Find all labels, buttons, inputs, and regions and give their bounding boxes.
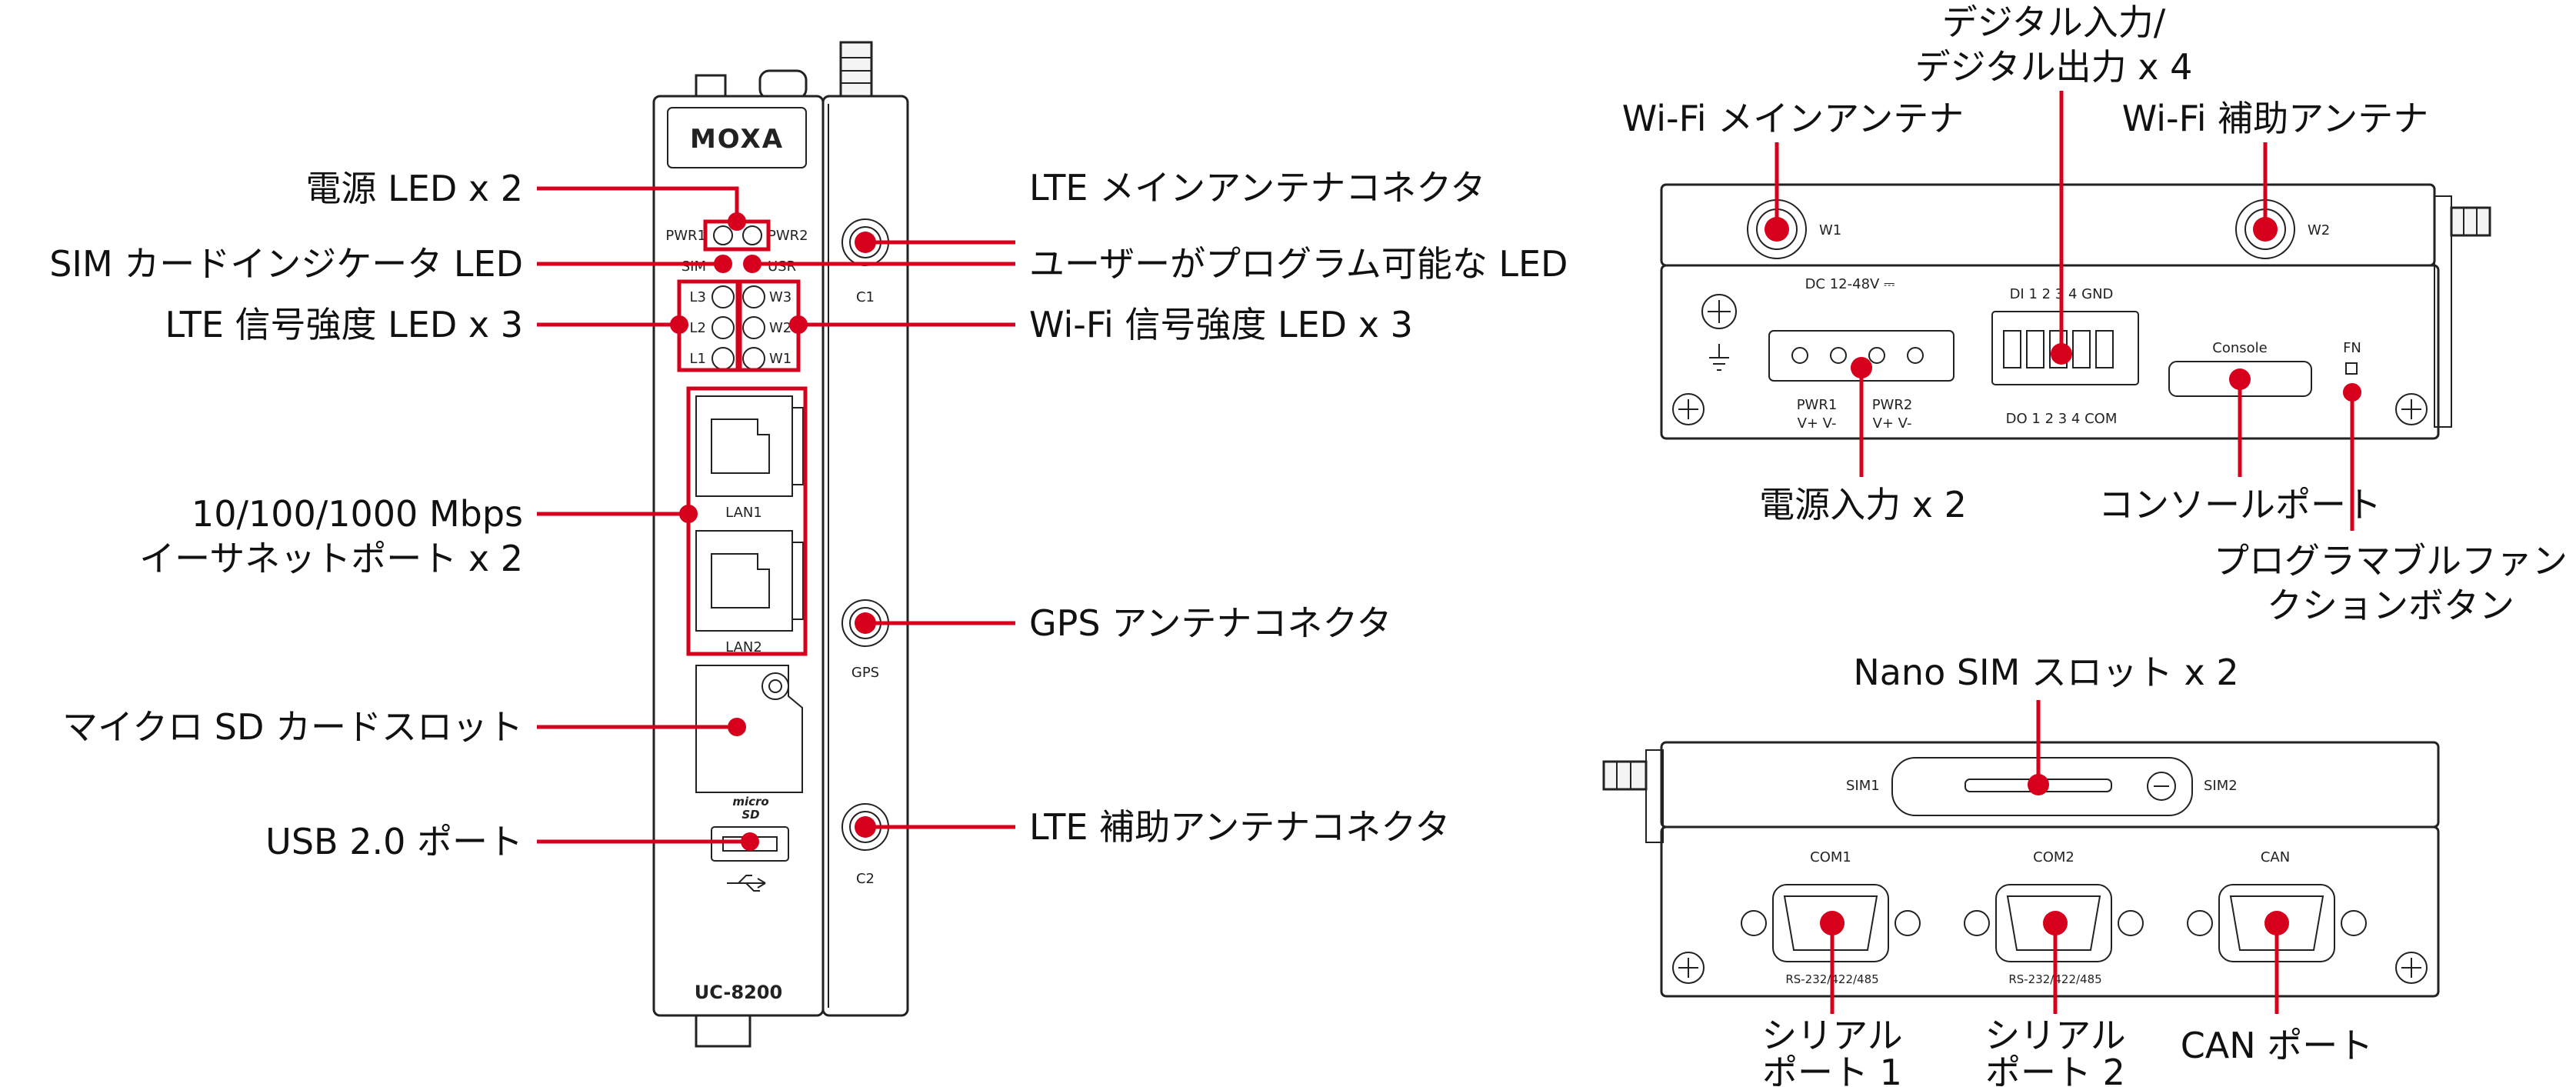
- callout-fn-line1: プログラマブルファン: [2214, 540, 2568, 582]
- callout-user-led: ユーザーがプログラム可能な LED: [1029, 243, 1568, 285]
- led-pwr1: [713, 225, 733, 245]
- w1-label: W1: [1819, 222, 1841, 238]
- side-antenna-mount: [2450, 206, 2491, 237]
- bottom-panel-lower: [1660, 825, 2440, 998]
- sim1-label: SIM1: [1846, 778, 1880, 794]
- moxa-logo: MOXA: [690, 124, 784, 155]
- callout-dio-line2: デジタル出力 x 4: [1915, 46, 2193, 88]
- led-label-usr: USR: [768, 258, 796, 275]
- pwr1-label: PWR1: [1797, 397, 1838, 413]
- lan1-label: LAN1: [725, 505, 762, 521]
- microsd-slot: [695, 665, 803, 793]
- led-l2: [711, 316, 735, 339]
- usb-port: [711, 826, 789, 862]
- callout-eth-line2: イーサネットポート x 2: [139, 538, 523, 579]
- callout-console-port: コンソールポート: [2098, 484, 2381, 525]
- side-antenna-mount-bottom: [1602, 760, 1648, 791]
- sim2-label: SIM2: [2204, 778, 2238, 794]
- microsd-screw: [761, 672, 789, 700]
- com1-label: COM1: [1810, 849, 1851, 865]
- top-knob: [758, 69, 808, 100]
- do-row-label: DO 1 2 3 4 COM: [2006, 411, 2118, 427]
- callout-serial2-line2: ポート 2: [1985, 1052, 2125, 1087]
- led-label-l3: L3: [690, 289, 706, 305]
- callout-fn-line2: クションボタン: [2267, 585, 2514, 626]
- callout-can-port: CAN ポート: [2181, 1025, 2374, 1066]
- model-label: UC-8200: [695, 982, 782, 1003]
- ground-icon: [1709, 344, 1729, 371]
- led-label-pwr2: PWR2: [768, 228, 808, 244]
- dc-rating-label: DC 12-48V ⎓: [1805, 276, 1895, 292]
- led-label-w3: W3: [769, 289, 791, 305]
- front-view: MOXA PWR1 PWR2 SIM USR L3 L2 L1 W3 W2 W1…: [652, 41, 909, 1048]
- bottom-panel-callouts: Nano SIM スロット x 2 シリアル ポート 1 シリアル ポート 2 …: [1761, 652, 2373, 1087]
- console-label: Console: [2212, 340, 2267, 356]
- microsd-logo-micro: micro: [732, 795, 768, 809]
- callout-lte-main: LTE メインアンテナコネクタ: [1029, 167, 1485, 208]
- led-label-sim: SIM: [681, 258, 706, 275]
- pwr2-vpm-label: V+ V-: [1873, 415, 1912, 432]
- usb-symbol-icon: [727, 875, 766, 892]
- dio-terminal: [1991, 311, 2139, 385]
- logo-frame: [667, 107, 807, 168]
- can-label: CAN: [2261, 849, 2290, 865]
- w2-label: W2: [2308, 222, 2330, 238]
- callout-power-led: 電源 LED x 2: [306, 168, 523, 209]
- led-label-w1: W1: [769, 351, 791, 367]
- lte-main-label: C1: [856, 289, 875, 305]
- led-w3: [742, 285, 765, 308]
- lan2-label: LAN2: [725, 639, 762, 655]
- bottom-panel-upper: [1660, 741, 2440, 829]
- fn-label: FN: [2343, 340, 2361, 356]
- ground-screw: [1701, 294, 1737, 329]
- callout-wifi-led: Wi-Fi 信号強度 LED x 3: [1029, 304, 1413, 345]
- led-label-l1: L1: [690, 351, 706, 367]
- pwr1-vpm-label: V+ V-: [1798, 415, 1837, 432]
- callout-wifi-main: Wi-Fi メインアンテナ: [1622, 98, 1964, 139]
- callout-gps: GPS アンテナコネクタ: [1029, 602, 1392, 644]
- front-callouts: 電源 LED x 2 SIM カードインジケータ LED LTE 信号強度 LE…: [49, 167, 1568, 862]
- bottom-connector: [695, 1014, 751, 1048]
- callout-lte-aux: LTE 補助アンテナコネクタ: [1029, 806, 1450, 848]
- fn-button: [2345, 362, 2358, 375]
- pwr2-label: PWR2: [1872, 397, 1913, 413]
- callout-serial1-line2: ポート 1: [1762, 1052, 1902, 1087]
- callout-usb: USB 2.0 ポート: [265, 821, 523, 862]
- callout-nano-sim: Nano SIM スロット x 2: [1853, 652, 2238, 693]
- callout-microsd: マイクロ SD カードスロット: [62, 706, 523, 748]
- led-label-w2: W2: [769, 320, 791, 336]
- callout-serial2-line1: シリアル: [1984, 1015, 2126, 1056]
- led-label-pwr1: PWR1: [665, 228, 706, 244]
- callout-lte-led: LTE 信号強度 LED x 3: [165, 304, 523, 345]
- callout-eth-line1: 10/100/1000 Mbps: [192, 493, 523, 535]
- top-panel-callouts: Wi-Fi メインアンテナ デジタル入力/ デジタル出力 x 4 Wi-Fi 補…: [1622, 2, 2568, 626]
- bottom-panel-view: SIM1 SIM2 COM1 RS-232/422/485 COM2 RS-23…: [1602, 741, 2440, 998]
- gps-label: GPS: [851, 665, 879, 681]
- top-panel-view: W1 W2 DC 12-48V ⎓ PWR1 PWR2 V+ V- V+ V- …: [1660, 183, 2491, 440]
- callout-wifi-aux: Wi-Fi 補助アンテナ: [2122, 98, 2429, 139]
- callout-dio-line1: デジタル入力/: [1942, 2, 2166, 43]
- callout-power-input: 電源入力 x 2: [1759, 484, 1967, 525]
- led-l3: [711, 285, 735, 308]
- led-w2: [742, 316, 765, 339]
- microsd-logo-sd: SD: [741, 808, 759, 822]
- callout-serial1-line1: シリアル: [1761, 1015, 1903, 1056]
- com2-label: COM2: [2033, 849, 2074, 865]
- sim-tray: [1891, 757, 2193, 816]
- callout-sim-led: SIM カードインジケータ LED: [49, 243, 523, 285]
- led-pwr2: [742, 225, 762, 245]
- led-label-l2: L2: [690, 320, 706, 336]
- lte-aux-label: C2: [856, 871, 875, 887]
